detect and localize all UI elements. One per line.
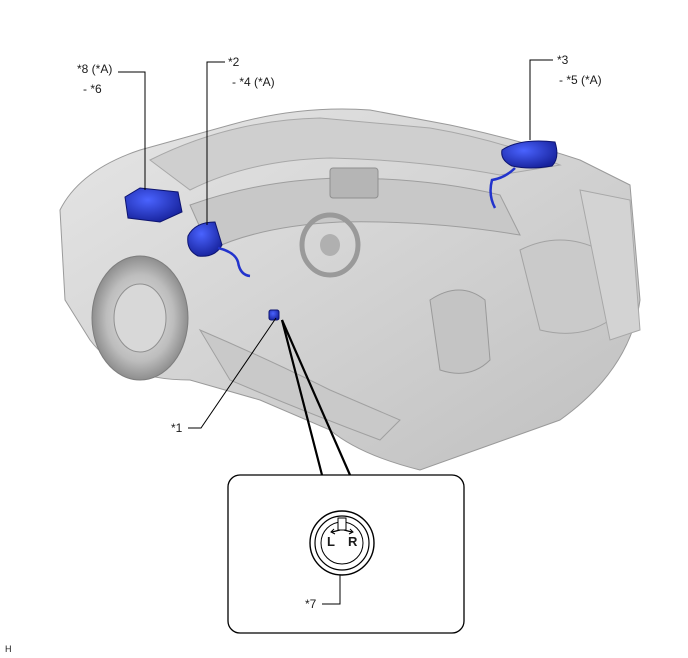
label-2: *2 [228,55,240,69]
part-8-ecu [124,187,183,223]
steering-wheel [299,212,361,278]
label-1: *1 [171,421,183,435]
left-arrow-icon [331,529,341,533]
seat [429,289,491,374]
label-7: *7 [305,597,317,611]
part-2-left-mirror [187,221,223,257]
switch-label-left: L [327,534,335,549]
label-5a: - *5 (*A) [559,73,602,87]
label-6: - *6 [83,82,102,96]
zoom-wedge [280,319,324,476]
part-1-switch [268,309,280,321]
dashboard [189,177,521,251]
windshield [149,117,562,191]
leader-3 [529,59,553,140]
center-screen [329,167,379,199]
leader-2 [206,61,225,225]
label-8a: *8 (*A) [77,62,113,76]
right-arrow-icon [343,529,353,533]
leader-7 [322,575,341,605]
switch-label-right: R [348,534,358,549]
label-4a: - *4 (*A) [232,75,275,89]
label-3: *3 [557,53,569,67]
leader-1 [188,317,277,429]
part-3-right-mirror [501,140,558,169]
right-mirror-harness [489,167,516,209]
corner-code: H [5,644,12,654]
left-mirror-harness [217,246,251,278]
leader-8 [118,71,146,190]
